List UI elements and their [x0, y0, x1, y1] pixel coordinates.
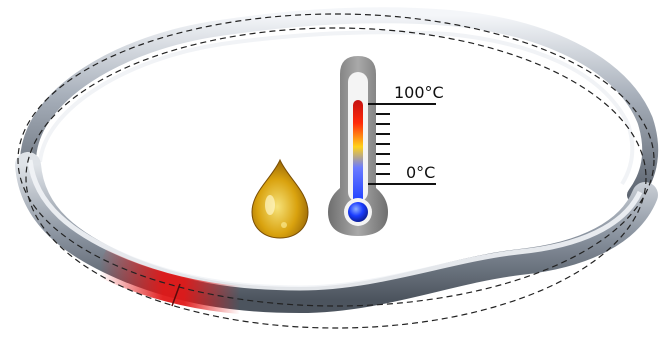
lower-temp-label: 0°C — [406, 163, 435, 182]
dashed-reference-ellipse — [17, 13, 655, 329]
oil-drop-icon — [251, 158, 309, 239]
thermometer-column — [353, 100, 363, 204]
thermometer-icon: 100°C 0°C — [328, 56, 444, 236]
ring-front — [15, 152, 658, 314]
minor-ticks — [376, 113, 390, 175]
heated-ring-section — [93, 249, 242, 314]
ring-back — [20, 7, 659, 203]
ring-seam — [171, 283, 181, 307]
upper-temp-label: 100°C — [394, 83, 444, 102]
